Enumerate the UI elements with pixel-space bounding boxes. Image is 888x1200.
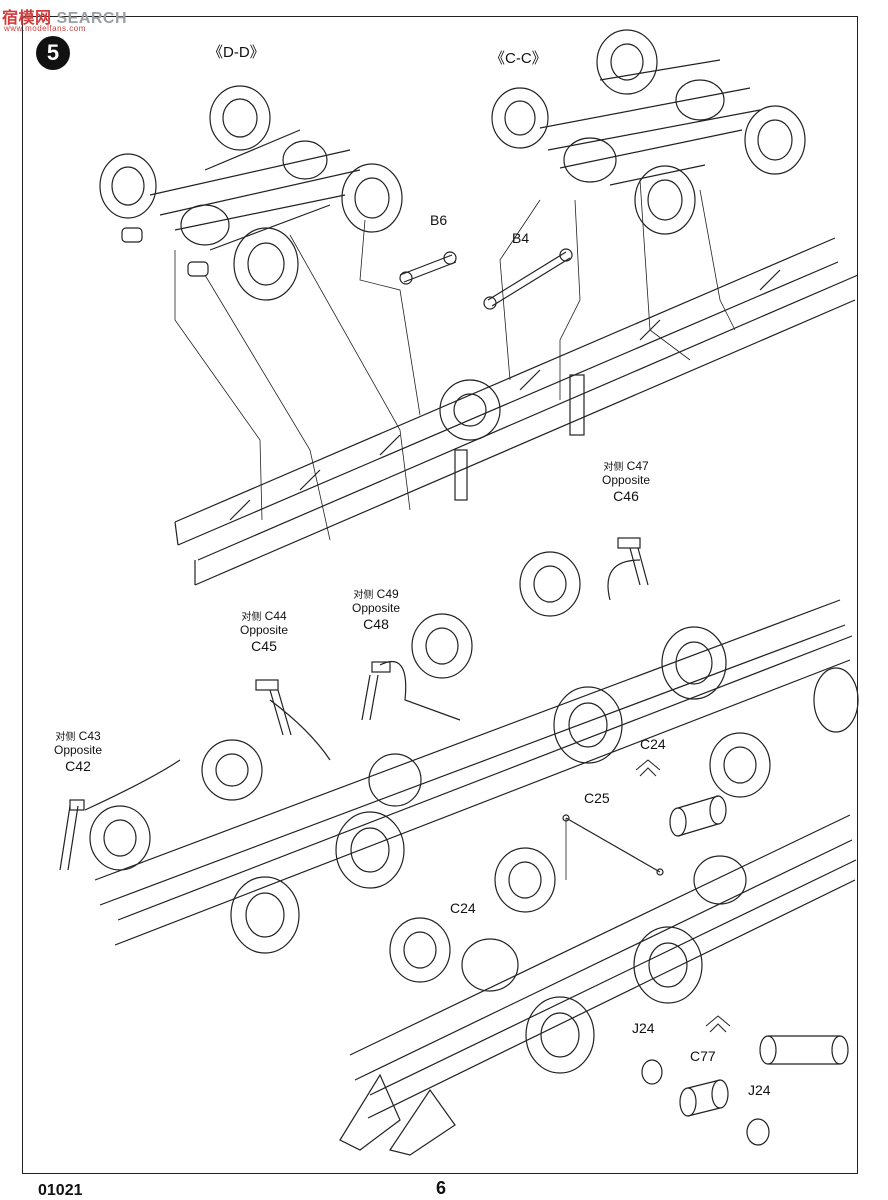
part-label-j24-left: J24 bbox=[632, 1020, 655, 1036]
part-label-c77: C77 bbox=[690, 1048, 716, 1064]
part-label-c43: C43 bbox=[78, 729, 101, 743]
part-label-c24-middle: C24 bbox=[640, 736, 666, 752]
view-label-cc: 《C-C》 bbox=[490, 50, 547, 67]
axle-assembly-cc bbox=[491, 29, 806, 235]
part-label-c24-bottom: C24 bbox=[450, 900, 476, 916]
part-label-c48: C48 bbox=[363, 615, 389, 632]
part-label-c49: C49 bbox=[376, 587, 399, 601]
kit-number: 01021 bbox=[38, 1182, 83, 1199]
opposite-label-c49: Opposite bbox=[352, 600, 401, 615]
opposite-cn-c44: 对侧 bbox=[241, 612, 262, 623]
opposite-cn-c47: 对侧 bbox=[603, 462, 624, 473]
leader-lines bbox=[174, 179, 736, 541]
part-label-b4: B4 bbox=[512, 230, 530, 246]
step-number-badge: 5 bbox=[36, 36, 70, 70]
chassis-frame-middle bbox=[59, 537, 853, 954]
opposite-label-c44: Opposite bbox=[240, 622, 289, 637]
watermark-logo: 宿模网 SEARCH www.modelfans.com bbox=[2, 4, 128, 33]
part-label-c46: C46 bbox=[613, 487, 639, 504]
opposite-label-c47: Opposite bbox=[602, 472, 651, 487]
view-label-dd: 《D-D》 bbox=[208, 44, 265, 61]
chassis-frame-bottom bbox=[339, 667, 859, 1156]
callout-c49-c48: 对侧 C49 Opposite C48 bbox=[352, 587, 401, 632]
part-label-c42: C42 bbox=[65, 757, 91, 774]
chassis-frame-top bbox=[174, 237, 859, 586]
page-frame bbox=[22, 16, 858, 1174]
part-label-c44: C44 bbox=[264, 609, 287, 623]
opposite-cn-c43: 对侧 bbox=[55, 732, 76, 743]
callout-c43-c42: 对侧 C43 Opposite C42 bbox=[54, 729, 103, 774]
part-label-c25: C25 bbox=[584, 790, 610, 806]
callout-c47-c46: 对侧 C47 Opposite C46 bbox=[602, 459, 651, 504]
part-label-c45: C45 bbox=[251, 637, 277, 654]
callout-c44-c45: 对侧 C44 Opposite C45 bbox=[240, 609, 289, 654]
watermark-text: SEARCH bbox=[56, 10, 128, 27]
drive-shafts bbox=[399, 248, 573, 310]
direction-arrows bbox=[635, 759, 731, 1033]
part-label-j24-right: J24 bbox=[748, 1082, 771, 1098]
opposite-cn-c49: 对侧 bbox=[353, 590, 374, 601]
part-label-c47: C47 bbox=[626, 459, 649, 473]
watermark-url: www.modelfans.com bbox=[4, 24, 86, 33]
part-label-b6: B6 bbox=[430, 212, 448, 228]
watermark-cn: 宿模网 bbox=[2, 10, 52, 27]
axle-assembly-dd bbox=[99, 85, 403, 301]
opposite-label-c43: Opposite bbox=[54, 742, 103, 757]
page-number: 6 bbox=[436, 1178, 447, 1198]
